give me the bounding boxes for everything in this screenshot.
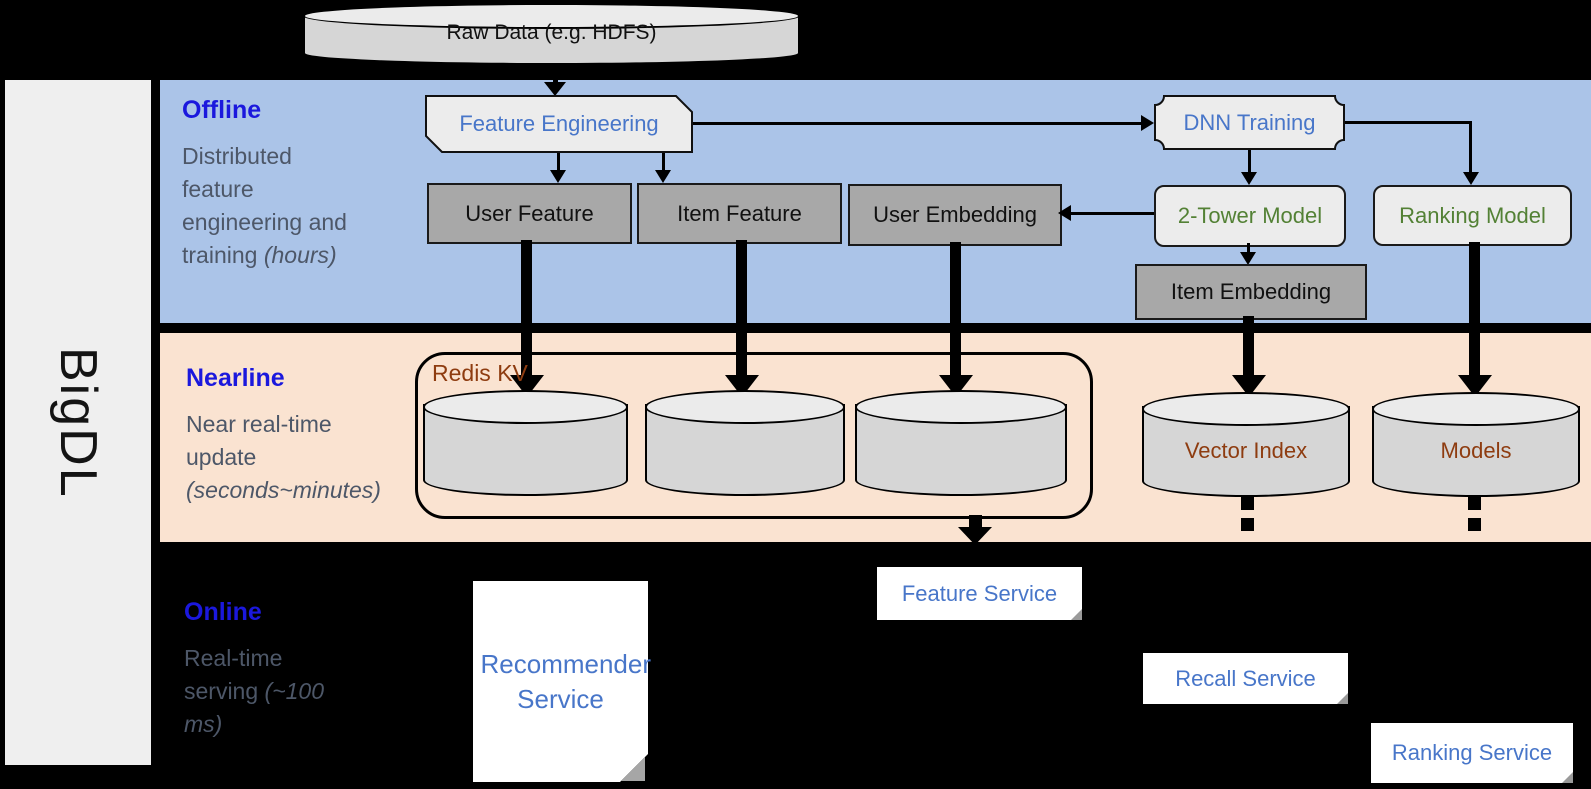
recall-service-folded-corner-icon bbox=[1337, 693, 1348, 704]
thick-arrow-ranking-model-to-models bbox=[1469, 242, 1480, 376]
kv-cylinder-3-top bbox=[855, 390, 1067, 424]
models-cylinder-top bbox=[1372, 392, 1580, 426]
kv-cylinder-2-top bbox=[645, 390, 845, 424]
dashed-arrow-models-segment-2 bbox=[1468, 518, 1481, 531]
feature-engineering-label: Feature Engineering bbox=[459, 111, 659, 136]
online-description: Real-time serving (~100 ms) bbox=[184, 642, 324, 741]
feature-service-folded-corner-icon bbox=[1071, 609, 1082, 620]
feature-service-label: Feature Service bbox=[901, 580, 1058, 606]
node-two-tower-model: 2-Tower Model bbox=[1154, 185, 1346, 247]
arrow-two-tower-to-user-embedding bbox=[1071, 212, 1154, 215]
dashed-arrow-kv-to-feature-service-segment bbox=[969, 515, 982, 528]
arrow-fe-to-user-feature bbox=[557, 153, 560, 171]
user-feature-label: User Feature bbox=[465, 200, 594, 226]
arrowhead-user-embedding bbox=[1058, 205, 1071, 221]
ranking-service-folded-corner-icon bbox=[1562, 772, 1573, 783]
arrow-feature-engineering-to-dnn-training bbox=[693, 122, 1141, 125]
kv-cylinder-1-top bbox=[423, 390, 628, 424]
offline-title: Offline bbox=[182, 96, 262, 124]
arrow-fe-to-item-feature bbox=[662, 153, 665, 171]
online-description-text: Real-time serving bbox=[184, 645, 283, 704]
online-description-italic: (~100 ms) bbox=[184, 678, 325, 737]
arrowhead-two-tower bbox=[1241, 172, 1257, 185]
node-user-embedding: User Embedding bbox=[848, 184, 1062, 246]
vector-index-cylinder-top bbox=[1142, 392, 1350, 426]
dnn-training-label: DNN Training bbox=[1183, 109, 1316, 135]
models-label: Models bbox=[1440, 438, 1512, 464]
redis-kv-label: Redis KV bbox=[432, 360, 528, 386]
kv-cylinder-2 bbox=[645, 390, 845, 496]
offline-description: Distributed feature engineering and trai… bbox=[182, 140, 362, 272]
node-feature-service: Feature Service bbox=[877, 567, 1082, 620]
bigdl-logo-text: BigDL bbox=[49, 346, 107, 499]
arrow-dnn-to-two-tower bbox=[1248, 150, 1251, 173]
arrowhead-raw-data bbox=[544, 82, 566, 96]
arrowhead-user-feature bbox=[550, 170, 566, 183]
ranking-service-label: Ranking Service bbox=[1391, 740, 1553, 765]
arrowhead-item-embedding bbox=[1240, 252, 1256, 265]
arrowhead-ranking-model bbox=[1463, 172, 1479, 185]
models-cylinder: Models bbox=[1372, 392, 1580, 497]
node-recall-service: Recall Service bbox=[1143, 653, 1348, 704]
recommender-service-label: Recommender Service bbox=[480, 648, 652, 714]
nearline-description-text: Near real-time update bbox=[186, 411, 332, 470]
nearline-description-italic: (seconds~minutes) bbox=[186, 477, 381, 503]
vector-index-label: Vector Index bbox=[1184, 438, 1308, 464]
node-recommender-service: Recommender Service bbox=[473, 581, 652, 783]
dashed-arrow-vector-index-segment-1 bbox=[1241, 497, 1254, 510]
thick-arrow-user-feature-to-kv bbox=[521, 240, 532, 376]
arrow-dnn-to-ranking-model-horizontal bbox=[1345, 121, 1472, 124]
raw-data-cylinder: Raw Data (e.g. HDFS) bbox=[303, 3, 800, 65]
bigdl-sidebar: BigDL bbox=[5, 80, 151, 765]
recommender-service-folded-corner-icon bbox=[621, 757, 645, 781]
node-item-embedding: Item Embedding bbox=[1135, 264, 1367, 320]
recall-service-label: Recall Service bbox=[1175, 665, 1316, 691]
redis-kv-container bbox=[415, 352, 1093, 519]
node-ranking-service: Ranking Service bbox=[1371, 723, 1573, 783]
dnn-training-shape bbox=[1154, 95, 1345, 150]
thick-arrow-user-embedding-to-kv bbox=[950, 242, 961, 376]
kv-cylinder-3 bbox=[855, 390, 1067, 496]
dashed-arrow-models-segment-1 bbox=[1468, 497, 1481, 510]
item-feature-label: Item Feature bbox=[677, 200, 802, 226]
thick-arrow-item-feature-to-kv bbox=[736, 240, 747, 376]
arrowhead-item-feature bbox=[655, 170, 671, 183]
feature-engineering-shape bbox=[425, 95, 693, 153]
nearline-title: Nearline bbox=[186, 364, 285, 392]
ranking-model-label: Ranking Model bbox=[1399, 202, 1546, 228]
node-dnn-training: DNN Training bbox=[1154, 95, 1345, 150]
arrow-two-tower-to-item-embedding bbox=[1247, 243, 1250, 254]
two-tower-model-label: 2-Tower Model bbox=[1177, 203, 1323, 228]
raw-data-label: Raw Data (e.g. HDFS) bbox=[446, 21, 657, 44]
offline-description-text: Distributed feature engineering and trai… bbox=[182, 143, 347, 268]
online-title: Online bbox=[184, 598, 262, 626]
node-user-feature: User Feature bbox=[427, 183, 632, 244]
dashed-arrow-vector-index-segment-2 bbox=[1241, 518, 1254, 531]
dashed-arrowhead-feature-service bbox=[958, 527, 992, 545]
item-embedding-label: Item Embedding bbox=[1170, 279, 1332, 304]
arrow-raw-data-to-feature-engineering bbox=[553, 65, 558, 83]
thick-arrow-item-embedding-to-vector-index bbox=[1243, 316, 1254, 376]
raw-data-cylinder-top bbox=[303, 3, 800, 29]
node-ranking-model: Ranking Model bbox=[1373, 185, 1572, 246]
arrowhead-to-dnn-training bbox=[1141, 115, 1154, 131]
offline-description-italic: (hours) bbox=[263, 242, 337, 268]
node-feature-engineering: Feature Engineering bbox=[425, 95, 693, 153]
arrow-dnn-to-ranking-model-vertical bbox=[1469, 121, 1472, 173]
user-embedding-label: User Embedding bbox=[873, 202, 1037, 227]
kv-cylinder-1 bbox=[423, 390, 628, 496]
vector-index-cylinder: Vector Index bbox=[1142, 392, 1350, 497]
node-item-feature: Item Feature bbox=[637, 183, 842, 244]
nearline-description: Near real-time update (seconds~minutes) bbox=[186, 408, 381, 507]
